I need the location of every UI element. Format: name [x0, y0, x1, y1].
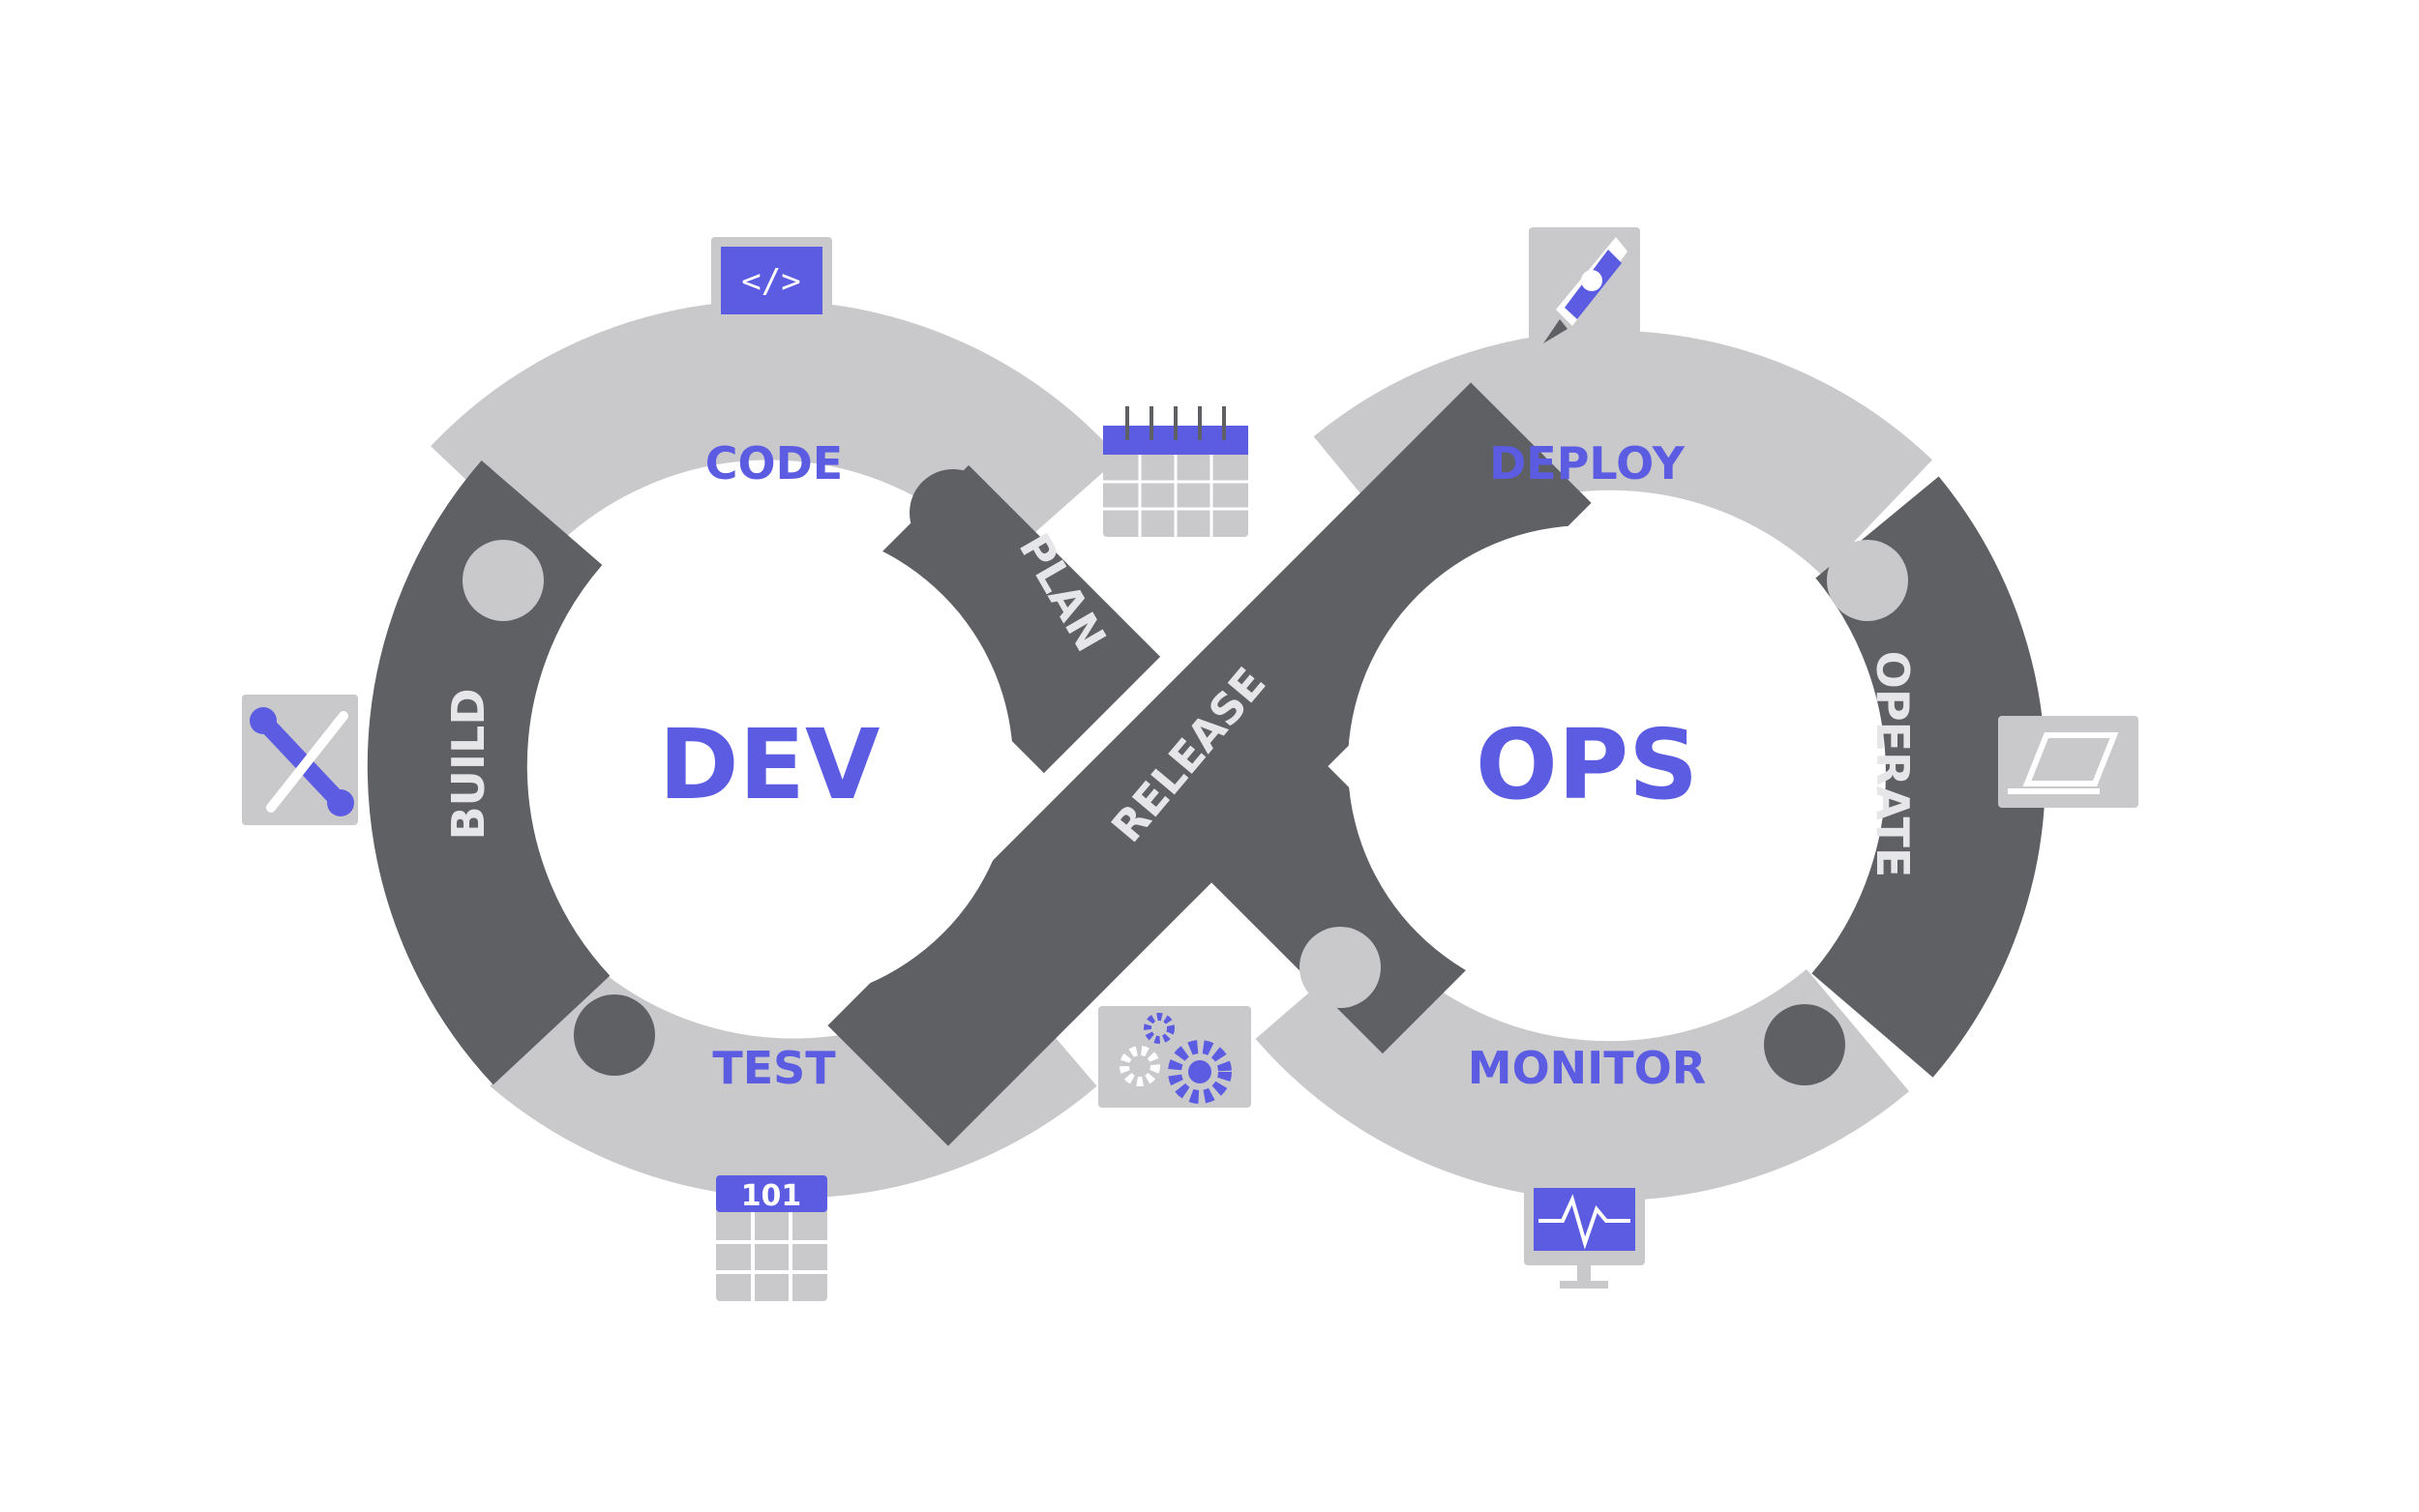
- code-monitor-icon: </>: [711, 237, 832, 356]
- operate-puzzle-knob-top: [1827, 540, 1908, 621]
- monitor-label: MONITOR: [1468, 1042, 1706, 1094]
- deploy-label: DEPLOY: [1489, 437, 1685, 489]
- gears-icon: [1098, 1006, 1251, 1108]
- monitor-puzzle-knob: [1299, 927, 1381, 1008]
- rocket-icon: [1529, 227, 1640, 355]
- heartbeat-monitor-icon: [1524, 1178, 1645, 1289]
- laptop-icon: [1998, 716, 2138, 808]
- tools-icon: [242, 695, 358, 825]
- calendar-icon: [1103, 406, 1248, 537]
- dev-center-label: DEV: [659, 708, 881, 821]
- plan-puzzle-knob: [910, 469, 997, 556]
- build-puzzle-knob-bottom: [574, 994, 655, 1076]
- binary-table-header-text: 101: [741, 1179, 802, 1213]
- operate-segment: [1810, 476, 2046, 1078]
- ops-inner-hole: [1348, 525, 1826, 1003]
- build-label: BUILD: [442, 688, 494, 840]
- release-puzzle-knob-top: [1369, 484, 1456, 571]
- binary-table-icon: 101: [716, 1175, 827, 1301]
- test-label: TEST: [712, 1042, 836, 1094]
- release-puzzle-knob-bottom: [977, 900, 1064, 987]
- operate-label: OPERATE: [1867, 651, 1919, 878]
- build-puzzle-knob-top: [463, 540, 544, 621]
- ops-center-label: OPS: [1476, 708, 1698, 821]
- operate-puzzle-knob-bottom: [1764, 1004, 1845, 1085]
- svg-text:</>: </>: [741, 262, 800, 301]
- code-segment: [431, 300, 1120, 565]
- code-label: CODE: [705, 437, 843, 489]
- dev-inner-hole: [535, 525, 1013, 1003]
